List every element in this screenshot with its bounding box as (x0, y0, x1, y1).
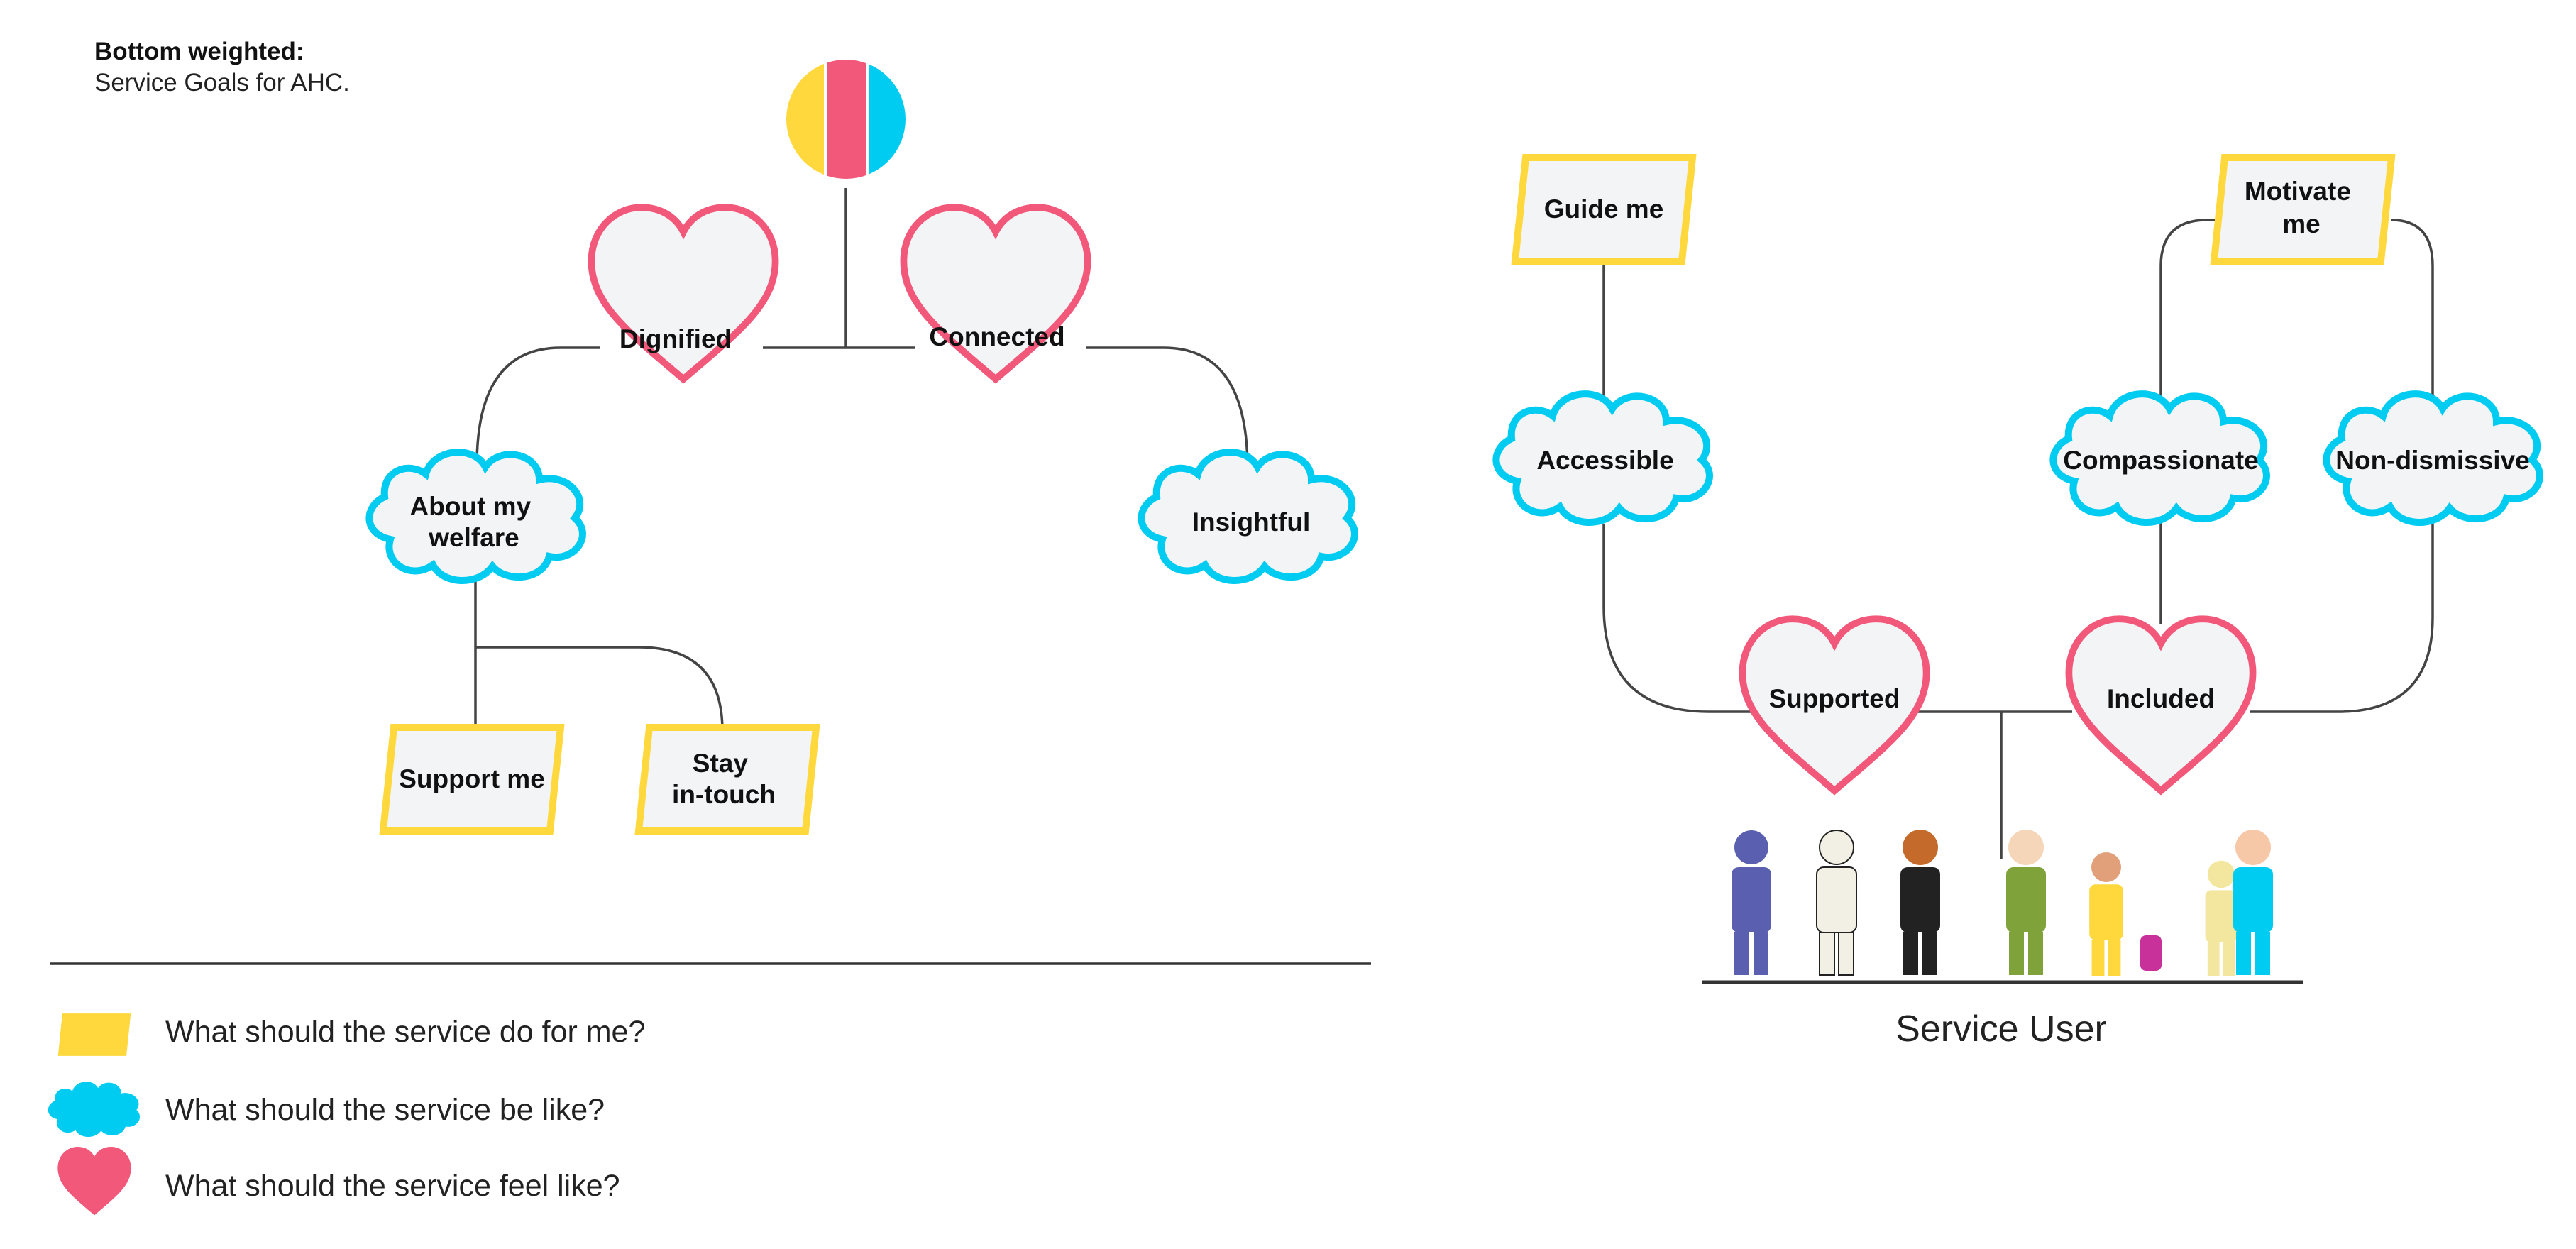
label-supported: Supported (1769, 684, 1900, 713)
legend: What should the service do for me? What … (48, 1013, 645, 1216)
label-about-my-welfare-line2: welfare (428, 523, 519, 552)
service-user-group (1702, 830, 2303, 984)
label-about-my-welfare-line1: About my (410, 492, 532, 521)
person-head-icon (2008, 830, 2044, 865)
legend-action-label: What should the service do for me? (165, 1015, 645, 1049)
legend-quality-label: What should the service be like? (165, 1093, 605, 1127)
label-support-me: Support me (399, 764, 545, 793)
left-tree-connectors (474, 188, 1249, 732)
box-stay-in-touch (639, 727, 816, 831)
label-about-my-welfare: About my welfare (410, 492, 539, 552)
label-stay-in-touch: Stay in-touch (672, 749, 776, 809)
label-guide-me: Guide me (1544, 194, 1664, 224)
label-motivate-me: Motivate me (2245, 177, 2358, 238)
legend-parallelogram-icon (57, 1013, 131, 1056)
diagram-title: Bottom weighted: (94, 38, 304, 65)
label-compassionate: Compassionate (2063, 446, 2259, 475)
label-motivate-me-line2: me (2282, 209, 2320, 238)
person-head-icon (1903, 830, 1938, 865)
label-stay-in-touch-line2: in-touch (672, 780, 776, 809)
label-stay-in-touch-line1: Stay (693, 749, 749, 778)
root-logo-icon (786, 60, 906, 179)
label-motivate-me-line1: Motivate (2245, 177, 2351, 206)
person-figure-icon (2205, 860, 2238, 976)
label-accessible: Accessible (1536, 446, 1673, 475)
heart-connected (903, 207, 1087, 379)
person-figure-icon (1816, 830, 1857, 976)
label-insightful: Insightful (1192, 507, 1310, 537)
person-figure-icon (1732, 830, 1771, 975)
legend-feeling-label: What should the service feel like? (165, 1169, 620, 1203)
label-included: Included (2107, 684, 2215, 713)
service-user-caption: Service User (1895, 1008, 2107, 1050)
legend-cloud-icon (48, 1082, 141, 1137)
diagram-subtitle: Service Goals for AHC. (94, 69, 350, 97)
shopping-trolley-icon (2140, 935, 2162, 971)
right-tree-connectors (1602, 219, 2434, 859)
legend-heart-icon (57, 1147, 131, 1216)
person-head-icon (2235, 830, 2271, 865)
label-connected: Connected (929, 322, 1064, 351)
label-dignified: Dignified (620, 324, 732, 353)
person-head-icon (2091, 852, 2121, 882)
label-non-dismissive: Non-dismissive (2335, 446, 2529, 475)
